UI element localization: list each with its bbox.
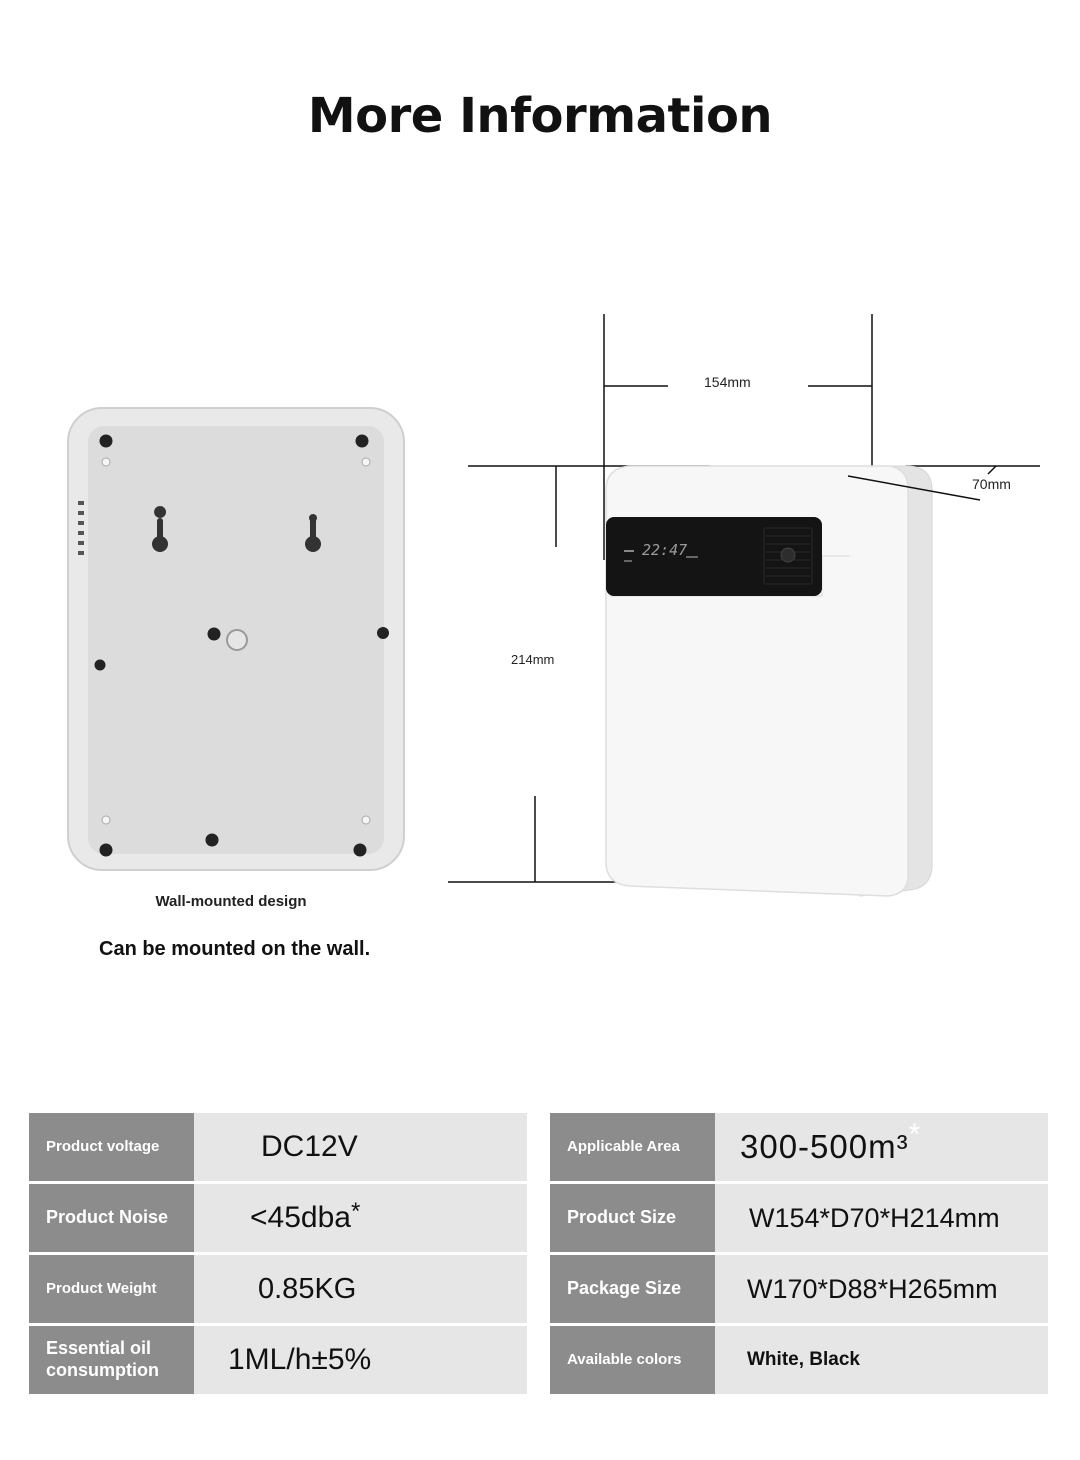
width-dimension-label: 154mm [704,374,751,390]
noise-footnote-mark: * [350,1198,361,1225]
spec-label-weight: Product Weight [29,1255,194,1323]
spec-row-oil-consumption: Essential oil consumption 1ML/h±5% [29,1326,527,1394]
spec-value-colors: White, Black [715,1326,1048,1394]
area-footnote-mark: * [908,1118,922,1151]
spec-label-package-size: Package Size [550,1255,715,1323]
spec-row-product-size: Product Size W154*D70*H214mm [550,1184,1048,1252]
spec-value-weight: 0.85KG [194,1255,527,1323]
page-title: More Information [307,88,773,144]
spec-row-weight: Product Weight 0.85KG [29,1255,527,1323]
spec-table-left: Product voltage DC12V Product Noise <45d… [29,1113,527,1397]
spec-value-area: 300-500m³* [715,1113,1048,1181]
caption-mounted-wall: Can be mounted on the wall. [99,938,371,960]
spec-table-right: Applicable Area 300-500m³* Product Size … [550,1113,1048,1397]
spec-row-package-size: Package Size W170*D88*H265mm [550,1255,1048,1323]
spec-label-colors: Available colors [550,1326,715,1394]
spec-value-noise: <45dba* [194,1184,527,1252]
display-time-readout: 22:47 [642,541,687,559]
spec-value-oil-consumption: 1ML/h±5% [194,1326,527,1394]
spec-row-voltage: Product voltage DC12V [29,1113,527,1181]
spec-label-oil-consumption: Essential oil consumption [29,1326,194,1394]
spec-row-colors: Available colors White, Black [550,1326,1048,1394]
spec-label-voltage: Product voltage [29,1113,194,1181]
device-back-panel-image [67,407,405,871]
spec-label-product-size: Product Size [550,1184,715,1252]
spec-value-product-size: W154*D70*H214mm [715,1184,1048,1252]
depth-dimension-label: 70mm [972,476,1011,492]
caption-wall-mounted: Wall-mounted design [155,893,307,910]
spec-label-area: Applicable Area [550,1113,715,1181]
spec-row-noise: Product Noise <45dba* [29,1184,527,1252]
device-dimension-drawing: 22:47 [448,314,1040,897]
spec-value-voltage: DC12V [194,1113,527,1181]
spec-label-noise: Product Noise [29,1184,194,1252]
height-dimension-label: 214mm [511,652,555,667]
spec-value-package-size: W170*D88*H265mm [715,1255,1048,1323]
spec-row-area: Applicable Area 300-500m³* [550,1113,1048,1181]
